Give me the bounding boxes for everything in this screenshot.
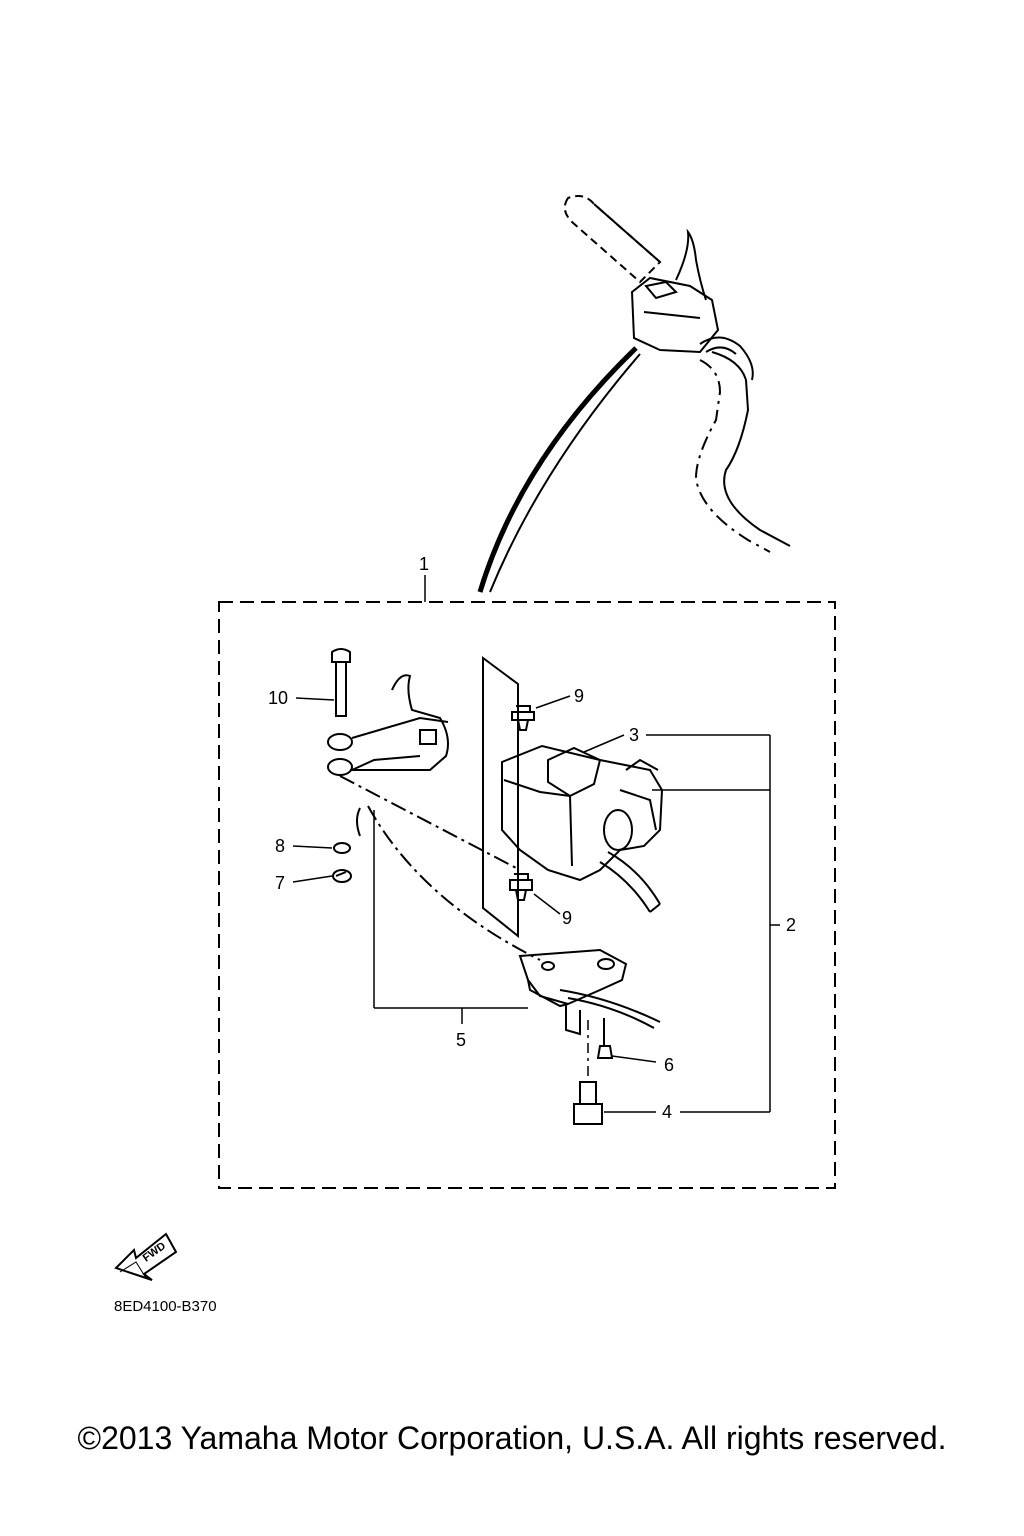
switch-assembly-part — [501, 744, 664, 913]
pin-part — [331, 648, 351, 717]
cable-bracket-part — [518, 948, 661, 1036]
callout-9-upper: 9 — [574, 686, 584, 706]
callout-2: 2 — [786, 915, 796, 935]
callout-9-lower: 9 — [562, 908, 572, 928]
callout-5: 5 — [456, 1030, 466, 1050]
fwd-arrow-icon: FWD — [114, 1232, 178, 1281]
callout-3: 3 — [629, 725, 639, 745]
lever-bracket-part — [327, 674, 449, 776]
assembly-boundary — [218, 601, 836, 1189]
callout-6: 6 — [664, 1055, 674, 1075]
handlebar-illustration — [563, 195, 791, 553]
copyright-notice: ©2013 Yamaha Motor Corporation, U.S.A. A… — [77, 1420, 947, 1456]
washer-part — [333, 842, 351, 854]
callout-1: 1 — [419, 554, 429, 574]
grommet-part-upper — [511, 705, 535, 731]
drawing-code: 8ED4100-B370 — [114, 1298, 217, 1315]
screw-part — [596, 1018, 614, 1059]
callout-4: 4 — [662, 1102, 672, 1122]
callout-8: 8 — [275, 836, 285, 856]
leader-lines — [292, 695, 780, 1113]
callout-7: 7 — [275, 873, 285, 893]
clip-part — [332, 869, 352, 883]
bolt-part — [573, 1081, 603, 1125]
location-leader — [477, 346, 638, 593]
callout-10: 10 — [268, 688, 288, 708]
grommet-part-lower — [509, 873, 533, 901]
